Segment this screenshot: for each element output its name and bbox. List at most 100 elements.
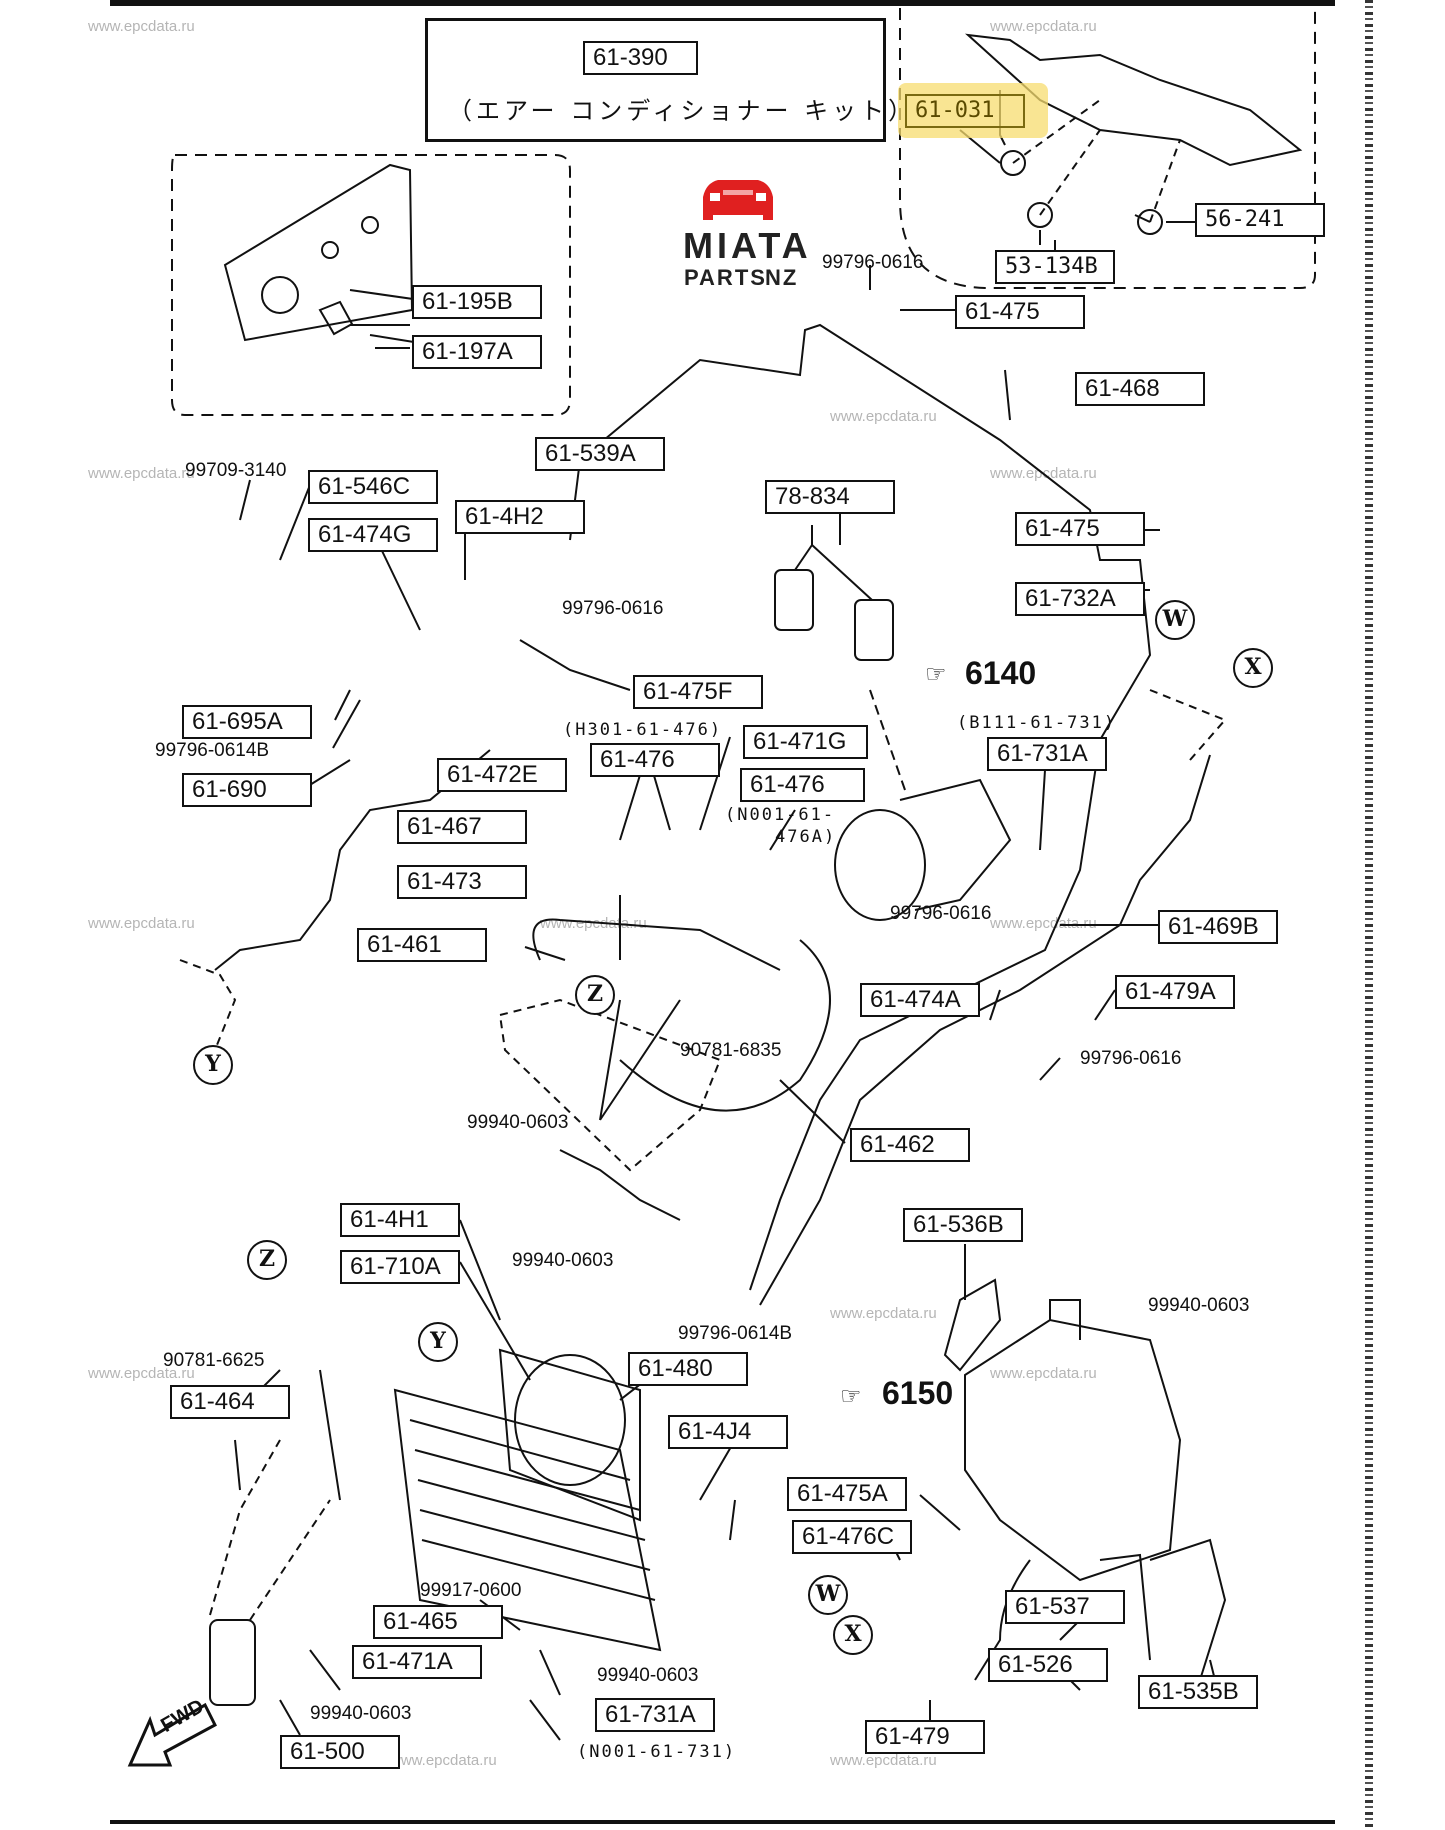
car-logo-icon xyxy=(703,180,773,220)
part-label-61-479a[interactable]: 61-479A xyxy=(1115,975,1235,1009)
part-label-61-195b[interactable]: 61-195B xyxy=(412,285,542,319)
part-label-78-834[interactable]: 78-834 xyxy=(765,480,895,514)
miata-parts-nz-logo xyxy=(688,175,788,225)
kit-box: 61-390 （エアー コンディショナー キット） xyxy=(425,18,912,142)
pointing-hand-icon: ☞ xyxy=(840,1383,862,1410)
pipe-lower xyxy=(559,1149,681,1221)
receiver-drier xyxy=(209,1619,256,1706)
connector-marker-z: Z xyxy=(247,1240,287,1280)
part-label-61-4h2[interactable]: 61-4H2 xyxy=(455,500,585,534)
part-label-61-695a[interactable]: 61-695A xyxy=(182,705,312,739)
part-label-61-731a-upper[interactable]: 61-731A xyxy=(987,737,1107,771)
part-label-53-134b[interactable]: 53-134B xyxy=(995,250,1115,284)
part-label-99796-0614b[interactable]: 99796-0614B xyxy=(678,1323,793,1344)
part-label-61-473[interactable]: 61-473 xyxy=(397,865,527,899)
connector-marker-x: X xyxy=(1233,648,1273,688)
part-label-61-471a[interactable]: 61-471A xyxy=(352,1645,482,1679)
part-label-61-690[interactable]: 61-690 xyxy=(182,773,312,807)
part-label-99940-0603[interactable]: 99940-0603 xyxy=(1148,1295,1250,1316)
part-label-61-476-h301[interactable]: 61-476 xyxy=(590,743,720,777)
part-label-61-390[interactable]: 61-390 xyxy=(583,41,698,75)
part-label-61-480[interactable]: 61-480 xyxy=(628,1352,748,1386)
watermark: www.epcdata.ru xyxy=(390,1752,497,1769)
part-label-61-475-right[interactable]: 61-475 xyxy=(1015,512,1145,546)
part-label-56-241[interactable]: 56-241 xyxy=(1195,203,1325,237)
part-label-99917-0600[interactable]: 99917-0600 xyxy=(420,1580,522,1601)
forward-arrow-icon xyxy=(125,1690,225,1770)
part-label-99940-0603[interactable]: 99940-0603 xyxy=(512,1250,614,1271)
part-label-61-475f[interactable]: 61-475F xyxy=(633,675,763,709)
watermark: www.epcdata.ru xyxy=(830,1752,937,1769)
part-label-61-731a-lower[interactable]: 61-731A xyxy=(595,1698,715,1732)
watermark: www.epcdata.ru xyxy=(990,1365,1097,1382)
switch-knob xyxy=(318,300,354,336)
pipe-61-468 xyxy=(569,323,1152,1291)
connector-marker-w: W xyxy=(1155,600,1195,640)
logo-text-miata: MIATA xyxy=(683,225,812,266)
part-label-99796-0616[interactable]: 99796-0616 xyxy=(822,252,924,273)
watermark: www.epcdata.ru xyxy=(88,18,195,35)
evaporator-unit xyxy=(964,1318,1182,1582)
watermark: www.epcdata.ru xyxy=(88,465,195,482)
part-label-61-474a[interactable]: 61-474A xyxy=(860,983,980,1017)
part-label-61-467[interactable]: 61-467 xyxy=(397,810,527,844)
part-label-61-031-highlighted[interactable]: 61-031 xyxy=(905,94,1025,128)
part-label-61-464[interactable]: 61-464 xyxy=(170,1385,290,1419)
part-label-61-476-n001[interactable]: 61-476 xyxy=(740,768,865,802)
part-label-99940-0603[interactable]: 99940-0603 xyxy=(597,1665,699,1686)
body-panel xyxy=(964,33,1303,167)
note-h301-61-476: (H301-61-476) xyxy=(563,720,723,740)
part-label-61-500[interactable]: 61-500 xyxy=(280,1735,400,1769)
part-label-61-461[interactable]: 61-461 xyxy=(357,928,487,962)
connector-marker-z: Z xyxy=(575,975,615,1015)
part-label-61-197a[interactable]: 61-197A xyxy=(412,335,542,369)
drier-can-2 xyxy=(854,599,894,661)
part-label-90781-6835[interactable]: 90781-6835 xyxy=(680,1040,782,1061)
cooling-fan xyxy=(514,1354,626,1486)
note-b111-61-731: (B111-61-731) xyxy=(957,713,1117,733)
part-label-99796-0616[interactable]: 99796-0616 xyxy=(1080,1048,1182,1069)
part-label-61-539a[interactable]: 61-539A xyxy=(535,437,665,471)
part-label-99940-0603[interactable]: 99940-0603 xyxy=(310,1703,412,1724)
part-label-61-732a[interactable]: 61-732A xyxy=(1015,582,1145,616)
part-label-99709-3140[interactable]: 99709-3140 xyxy=(185,460,287,481)
note-n001-61-476a-line1: (N001-61- xyxy=(725,805,836,825)
inset-box-switch xyxy=(171,154,571,416)
note-n001-61-476a-line2: 476A) xyxy=(775,827,837,847)
part-label-61-468[interactable]: 61-468 xyxy=(1075,372,1205,406)
part-label-61-535b[interactable]: 61-535B xyxy=(1138,1675,1258,1709)
group-ref-6140[interactable]: 6140 xyxy=(965,655,1037,691)
part-label-99796-0616[interactable]: 99796-0616 xyxy=(562,598,664,619)
condenser xyxy=(393,1388,662,1652)
group-ref-6150[interactable]: 6150 xyxy=(882,1375,954,1411)
part-label-61-546c[interactable]: 61-546C xyxy=(308,470,438,504)
part-label-61-479[interactable]: 61-479 xyxy=(865,1720,985,1754)
watermark: www.epcdata.ru xyxy=(990,18,1097,35)
pointing-hand-icon: ☞ xyxy=(925,661,947,688)
connector-marker-y: Y xyxy=(418,1322,458,1362)
part-label-61-475[interactable]: 61-475 xyxy=(955,295,1085,329)
part-label-99796-0614b[interactable]: 99796-0614B xyxy=(155,740,270,761)
part-label-61-4j4[interactable]: 61-4J4 xyxy=(668,1415,788,1449)
part-label-61-472e[interactable]: 61-472E xyxy=(437,758,567,792)
part-label-61-474g[interactable]: 61-474G xyxy=(308,518,438,552)
compressor xyxy=(834,809,926,921)
watermark: www.epcdata.ru xyxy=(830,1305,937,1322)
part-label-61-469b[interactable]: 61-469B xyxy=(1158,910,1278,944)
part-label-90781-6625[interactable]: 90781-6625 xyxy=(163,1350,265,1371)
part-label-61-462[interactable]: 61-462 xyxy=(850,1128,970,1162)
part-label-61-476c[interactable]: 61-476C xyxy=(792,1520,912,1554)
connector-marker-x: X xyxy=(833,1615,873,1655)
connector-marker-w: W xyxy=(808,1575,848,1615)
part-label-61-526[interactable]: 61-526 xyxy=(988,1648,1108,1682)
part-label-61-465[interactable]: 61-465 xyxy=(373,1605,503,1639)
part-label-61-536b[interactable]: 61-536B xyxy=(903,1208,1023,1242)
part-label-99796-0616[interactable]: 99796-0616 xyxy=(890,903,992,924)
part-label-61-471g[interactable]: 61-471G xyxy=(743,725,868,759)
part-label-61-710a[interactable]: 61-710A xyxy=(340,1250,460,1284)
part-label-61-537[interactable]: 61-537 xyxy=(1005,1590,1125,1624)
part-label-61-475a[interactable]: 61-475A xyxy=(787,1477,907,1511)
part-label-61-4h1[interactable]: 61-4H1 xyxy=(340,1203,460,1237)
watermark: www.epcdata.ru xyxy=(830,408,937,425)
part-label-99940-0603[interactable]: 99940-0603 xyxy=(467,1112,569,1133)
